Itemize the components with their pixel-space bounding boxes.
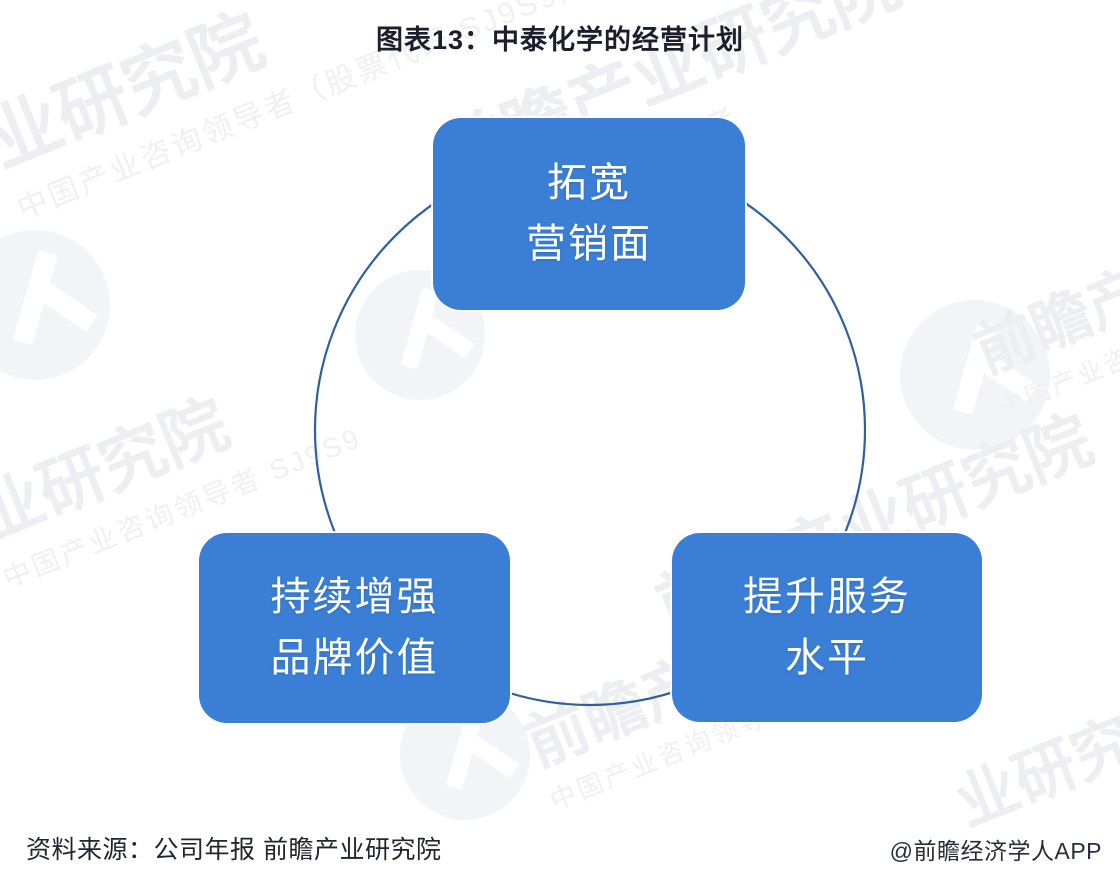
figure-footer: 资料来源：公司年报 前瞻产业研究院 @前瞻经济学人APP: [0, 830, 1120, 870]
cycle-node-left-line2: 品牌价值: [270, 636, 439, 680]
cycle-node-left[interactable]: 持续增强 品牌价值: [199, 533, 510, 723]
cycle-node-right-line2: 水平: [785, 635, 869, 680]
source-note: 资料来源：公司年报 前瞻产业研究院: [26, 836, 442, 864]
cycle-node-top-line2: 营销面: [526, 222, 652, 266]
cycle-node-right[interactable]: 提升服务 水平: [672, 533, 982, 722]
attribution-note: @前瞻经济学人APP: [889, 838, 1102, 864]
cycle-node-left-line1: 持续增强: [270, 575, 439, 620]
cycle-node-top[interactable]: 拓宽 营销面: [433, 118, 745, 310]
cycle-diagram: 拓宽 营销面 持续增强 品牌价值 提升服务 水平: [0, 60, 1120, 820]
cycle-node-right-line1: 提升服务: [743, 574, 911, 619]
figure-title: 图表13：中泰化学的经营计划: [375, 25, 745, 55]
cycle-node-top-line1: 拓宽: [547, 161, 631, 206]
